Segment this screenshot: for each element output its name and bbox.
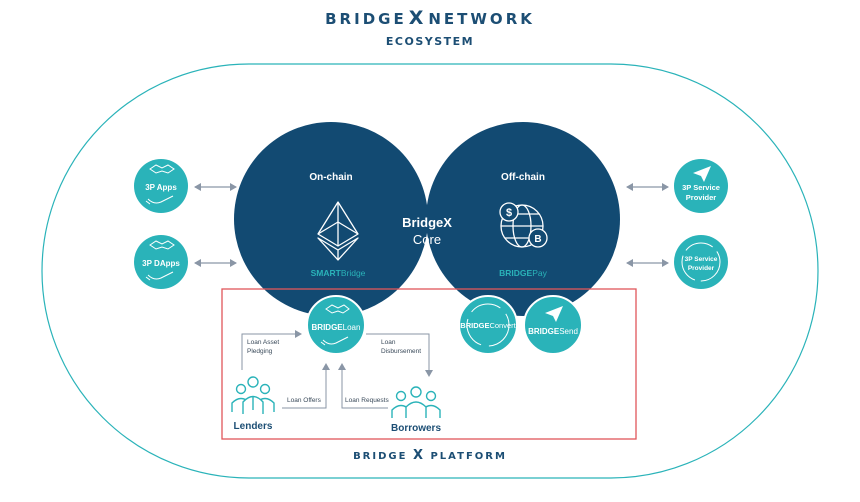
provider-1-line1: 3P Service xyxy=(682,183,720,192)
node-3p-service-provider-2: 3P Service Provider xyxy=(674,235,728,289)
provider-1-line2: Provider xyxy=(686,193,717,202)
node-bridgeloan: BRIDGELoan xyxy=(306,295,366,355)
node-3p-apps: 3P Apps xyxy=(134,159,188,213)
node-3p-service-provider-1: 3P Service Provider xyxy=(674,159,728,213)
pledging-line1: Loan Asset xyxy=(247,339,279,346)
provider-2-line2: Provider xyxy=(688,265,715,272)
bridgepay-label: BRIDGEPay xyxy=(499,268,547,278)
bridgepay-bold: BRIDGE xyxy=(499,268,532,278)
loan-requests-label: Loan Requests xyxy=(345,397,389,404)
node-3p-apps-label: 3P Apps xyxy=(145,183,177,192)
arrow-loan-requests xyxy=(338,363,388,409)
loan-offers-label: Loan Offers xyxy=(287,397,322,404)
pledging-line2: Pledging xyxy=(247,348,273,355)
bridgeconvert-light: Convert xyxy=(489,321,516,330)
bridgesend-light: Send xyxy=(559,327,578,336)
bridgeloan-label: BRIDGELoan xyxy=(312,323,361,332)
offchain-title: Off-chain xyxy=(501,172,545,183)
lenders-label: Lenders xyxy=(234,421,273,432)
smartbridge-bold: SMART xyxy=(311,268,342,278)
brand-right: NETWORK xyxy=(428,10,535,28)
platform-label: BRIDGE X PLATFORM xyxy=(0,448,860,463)
node-bridgesend: BRIDGESend xyxy=(523,295,583,355)
node-3p-dapps-label: 3P DApps xyxy=(142,259,180,268)
arrow-pledging xyxy=(241,330,302,370)
core-title-line2: Core xyxy=(413,232,441,247)
borrowers-people-icon xyxy=(391,386,441,418)
platform-box xyxy=(221,288,637,440)
globe-currency-icon: $ B xyxy=(499,202,548,248)
offchain-circle xyxy=(426,122,620,316)
bridgeconvert-label: BRIDGEConvert xyxy=(460,321,516,330)
arrow-loan-offers xyxy=(282,363,330,409)
svg-text:$: $ xyxy=(506,207,512,219)
platform-x-mark: X xyxy=(412,448,425,463)
bridgeloan-light: Loan xyxy=(343,323,361,332)
provider-2-line1: 3P Service xyxy=(685,256,718,263)
svg-text:B: B xyxy=(534,234,541,245)
ecosystem-boundary xyxy=(41,63,819,479)
brand-x-mark: X xyxy=(408,7,427,29)
borrowers-label: Borrowers xyxy=(391,423,441,434)
ethereum-icon xyxy=(317,201,359,261)
disbursement-line2: Disbursement xyxy=(381,348,421,355)
lenders-people-icon xyxy=(231,376,275,414)
smartbridge-light: Bridge xyxy=(341,268,366,278)
node-bridgeconvert: BRIDGEConvert xyxy=(458,295,518,355)
core-title-line1: BridgeX xyxy=(402,215,452,230)
brand-left: BRIDGE xyxy=(325,10,407,28)
arrow-disbursement xyxy=(366,333,433,377)
ecosystem-subtitle: ECOSYSTEM xyxy=(385,35,475,48)
bridgesend-label: BRIDGESend xyxy=(528,327,578,336)
onchain-circle xyxy=(234,122,428,316)
smartbridge-label: SMARTBridge xyxy=(311,268,366,278)
disbursement-line1: Loan xyxy=(381,339,396,346)
bridgesend-bold: BRIDGE xyxy=(528,327,560,336)
bridgeloan-bold: BRIDGE xyxy=(312,323,344,332)
onchain-title: On-chain xyxy=(309,172,352,183)
bridgeconvert-bold: BRIDGE xyxy=(460,321,489,330)
platform-label-right: PLATFORM xyxy=(430,451,507,462)
bridgepay-light: Pay xyxy=(532,268,547,278)
node-3p-dapps: 3P DApps xyxy=(134,235,188,289)
platform-label-left: BRIDGE xyxy=(353,451,408,462)
